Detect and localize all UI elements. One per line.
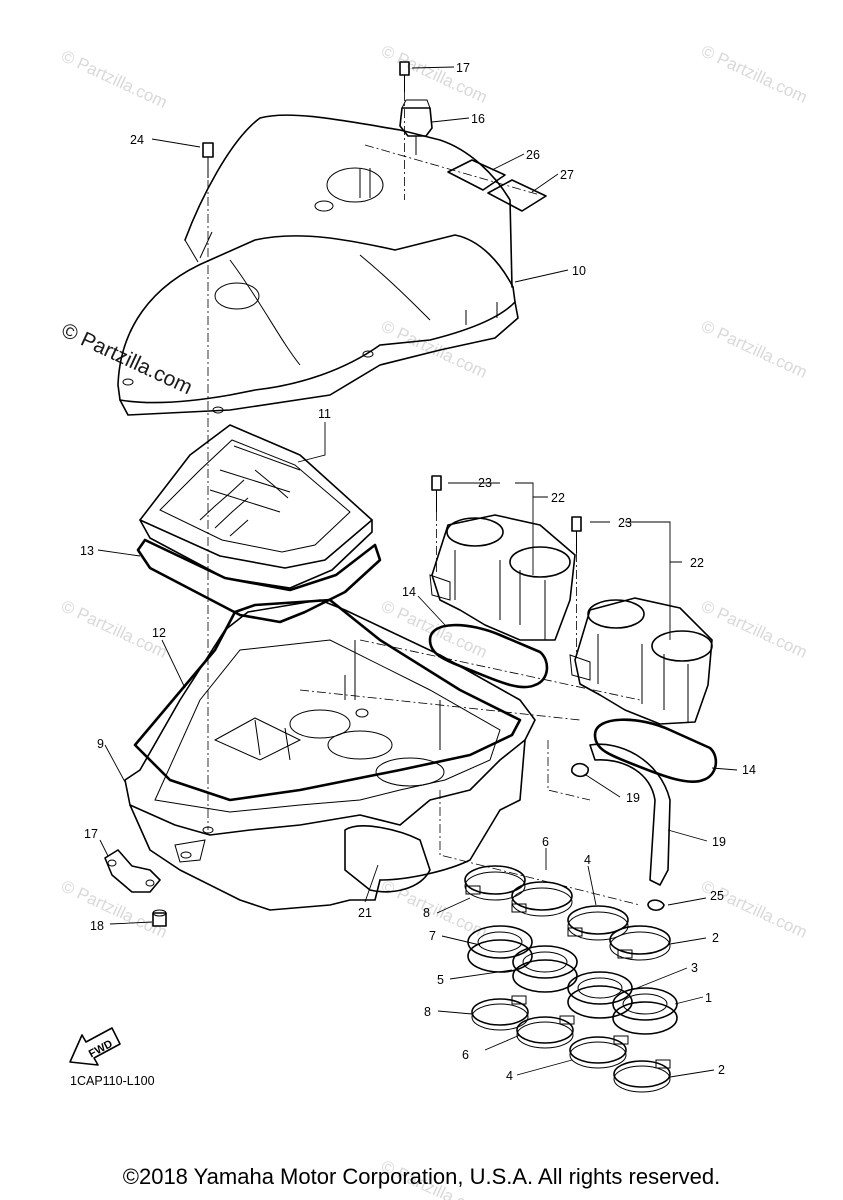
callout-10: 10 [572, 264, 586, 278]
callout-7: 7 [429, 929, 436, 943]
throttle-body-joint [569, 597, 713, 725]
watermark: © Partzilla.com [58, 46, 170, 112]
watermark: © Partzilla.com [698, 41, 810, 107]
callout-1: 1 [705, 991, 712, 1005]
hose-clamp [613, 1059, 671, 1093]
callout-20: 19 [626, 791, 640, 805]
callout-9: 9 [97, 737, 104, 751]
watermark: © Partzilla.com [698, 596, 810, 662]
joint-gasket [428, 623, 549, 689]
air-cleaner-cover [117, 114, 519, 416]
callout-labels: 17 16 26 27 24 10 11 13 12 9 17 18 21 23… [80, 61, 756, 1083]
bracket [104, 849, 161, 893]
label-plate [487, 179, 547, 212]
forward-label: FWD [87, 1038, 115, 1060]
hose-clamp [516, 1015, 575, 1049]
screw [399, 61, 410, 92]
callout-24: 24 [130, 133, 144, 147]
temperature-sensor [399, 99, 433, 155]
callout-16: 17 [456, 61, 470, 75]
hose-clamp [567, 905, 629, 941]
callout-21: 21 [358, 906, 372, 920]
callout-11: 11 [318, 407, 331, 421]
callout-3: 3 [691, 961, 698, 975]
callout-6: 6 [542, 835, 549, 849]
callout-23: 23 [478, 476, 492, 490]
intake-joint [612, 987, 678, 1035]
callout-6: 6 [462, 1048, 469, 1062]
callout-5: 5 [437, 973, 444, 987]
callout-22: 22 [690, 556, 704, 570]
callout-17: 17 [84, 827, 98, 841]
joint-gasket [593, 718, 718, 783]
hose-clamp [511, 881, 573, 917]
callout-22: 22 [551, 491, 565, 505]
breather-hose [589, 743, 671, 886]
forward-arrow-icon: FWD [69, 1027, 121, 1066]
screw [431, 475, 442, 512]
callout-25: 25 [710, 889, 724, 903]
watermark: © Partzilla.com [58, 876, 170, 942]
air-filter-element [139, 424, 373, 589]
case-gasket [133, 598, 522, 802]
hose-clamp [609, 925, 671, 961]
callout-4: 4 [584, 853, 591, 867]
intake-duct [344, 825, 431, 893]
screw [202, 142, 214, 178]
callout-15: 16 [471, 112, 485, 126]
callout-8: 8 [424, 1005, 431, 1019]
callout-27: 27 [560, 168, 574, 182]
callout-19: 19 [712, 835, 726, 849]
assembly-lines [207, 92, 641, 906]
callout-14: 14 [742, 763, 756, 777]
watermark: © Partzilla.com [58, 319, 196, 400]
drawing-code: 1CAP110-L100 [70, 1074, 155, 1088]
leader-lines [97, 66, 738, 1078]
watermark: © Partzilla.com [378, 41, 490, 107]
callout-2: 2 [712, 931, 719, 945]
callout-13: 13 [80, 544, 94, 558]
intake-joint [567, 971, 633, 1019]
watermark: © Partzilla.com [698, 316, 810, 382]
watermark-layer: © Partzilla.com © Partzilla.com © Partzi… [58, 41, 810, 1200]
callout-8: 8 [423, 906, 430, 920]
label-plate [447, 159, 506, 191]
air-cleaner-case [124, 599, 536, 911]
hose-clamp [471, 995, 529, 1031]
callout-2: 2 [718, 1063, 725, 1077]
hose-clamp [464, 865, 526, 901]
callout-26: 26 [526, 148, 540, 162]
bolt [152, 909, 167, 927]
callout-4: 4 [506, 1069, 513, 1083]
callout-14: 14 [402, 585, 416, 599]
callout-23: 23 [618, 516, 632, 530]
hose-clip [571, 762, 589, 778]
filter-gasket [136, 538, 382, 624]
hose-clamp [569, 1035, 629, 1069]
throttle-body-joint [429, 514, 576, 641]
copyright-notice: ©2018 Yamaha Motor Corporation, U.S.A. A… [122, 1164, 721, 1189]
callout-12: 12 [152, 626, 166, 640]
screw [571, 516, 582, 553]
callout-18: 18 [90, 919, 104, 933]
hose-clip [647, 899, 665, 912]
